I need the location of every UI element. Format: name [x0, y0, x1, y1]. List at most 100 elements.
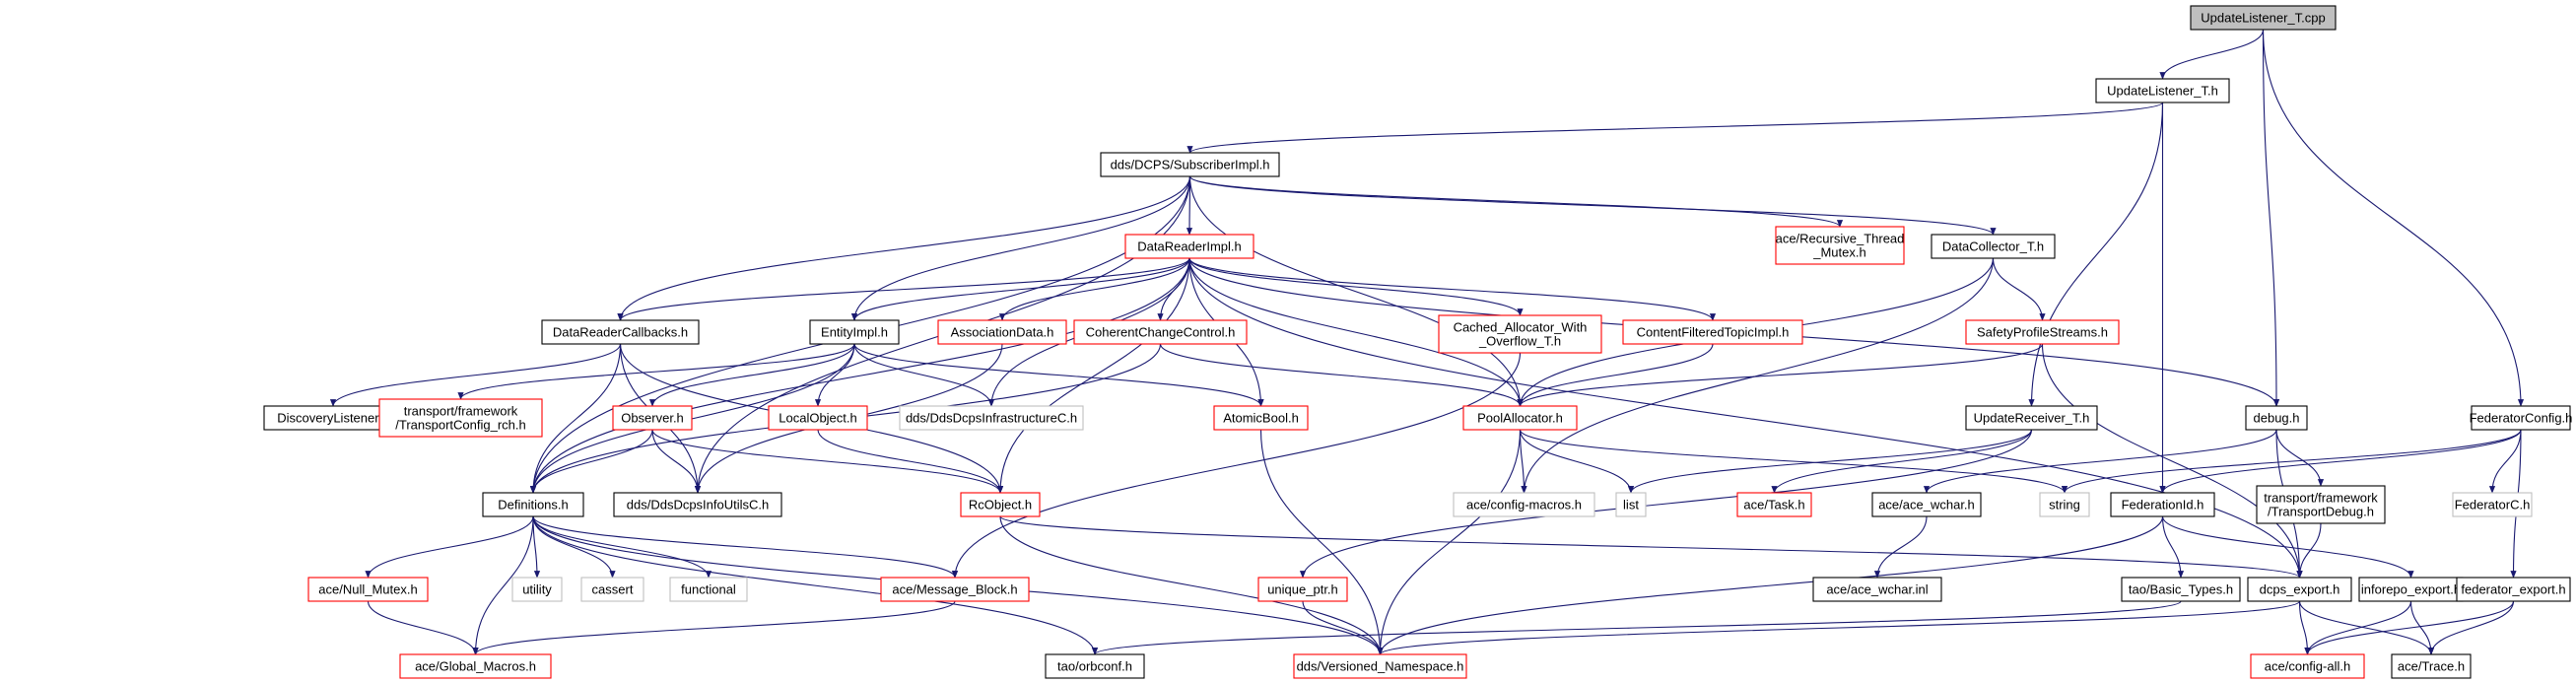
edge-dri-to-drc: [617, 257, 1190, 321]
node-box: [2095, 78, 2230, 103]
node-orb[interactable]: tao/orbconf.h: [1045, 653, 1145, 679]
node-fc[interactable]: FederatorConfig.h: [2470, 405, 2573, 431]
node-vn[interactable]: dds/Versioned_Namespace.h: [1293, 653, 1467, 679]
node-winl[interactable]: ace/ace_wchar.inl: [1812, 577, 1942, 602]
node-label: dds/DdsDcpsInfoUtilsC.h: [627, 498, 770, 512]
node-box: [1615, 492, 1647, 517]
node-dcps[interactable]: dcps_export.h: [2247, 577, 2352, 602]
node-box: [2247, 577, 2352, 602]
node-label: dds/DCPS/SubscriberImpl.h: [1111, 158, 1270, 172]
node-label: FederatorC.h: [2455, 498, 2531, 512]
node-box: [2471, 405, 2571, 431]
node-debug[interactable]: debug.h: [2245, 405, 2308, 431]
node-task[interactable]: ace/Task.h: [1736, 492, 1812, 517]
node-mb[interactable]: ace/Message_Block.h: [880, 577, 1030, 602]
node-label: _Mutex.h: [1812, 245, 1865, 260]
node-label: cassert: [592, 582, 634, 597]
node-nm[interactable]: ace/Null_Mutex.h: [307, 577, 429, 602]
edge-dc-to-acm: [1521, 257, 1995, 494]
node-rco[interactable]: RcObject.h: [960, 492, 1041, 517]
node-tbt[interactable]: tao/Basic_Types.h: [2121, 577, 2241, 602]
edge-caw-to-mb: [951, 352, 1522, 579]
node-box: [2452, 492, 2533, 517]
node-func[interactable]: functional: [669, 577, 748, 602]
node-obs[interactable]: Observer.h: [612, 405, 693, 431]
node-label: ace/Global_Macros.h: [415, 659, 536, 674]
node-util[interactable]: utility: [511, 577, 563, 602]
node-sub[interactable]: dds/DCPS/SubscriberImpl.h: [1100, 152, 1280, 177]
node-box: [1931, 234, 2056, 259]
edge-def-to-orb: [532, 515, 1099, 655]
edge-sub-to-rtm: [1188, 175, 1843, 228]
node-box: [809, 319, 900, 345]
node-acm[interactable]: ace/config-macros.h: [1453, 492, 1595, 517]
node-box: [1073, 319, 1248, 345]
node-wchar[interactable]: ace/ace_wchar.h: [1871, 492, 1982, 517]
node-fedx[interactable]: federator_export.h: [2456, 577, 2571, 602]
node-label: FederationId.h: [2122, 498, 2204, 512]
node-cft[interactable]: ContentFilteredTopicImpl.h: [1622, 319, 1803, 345]
node-label: FederatorConfig.h: [2470, 411, 2573, 426]
node-box: [399, 653, 552, 679]
node-dri[interactable]: DataReaderImpl.h: [1124, 234, 1254, 259]
node-box: [307, 577, 429, 602]
node-label: Cached_Allocator_With: [1454, 320, 1588, 335]
node-ad[interactable]: AssociationData.h: [937, 319, 1067, 345]
node-fcc[interactable]: FederatorC.h: [2452, 492, 2533, 517]
edge-debug-to-tdbg: [2275, 429, 2325, 487]
node-ent[interactable]: EntityImpl.h: [809, 319, 900, 345]
node-ab[interactable]: AtomicBool.h: [1213, 405, 1309, 431]
node-box: [2190, 5, 2337, 31]
node-dc[interactable]: DataCollector_T.h: [1931, 234, 2056, 259]
node-fid[interactable]: FederationId.h: [2110, 492, 2215, 517]
node-pa[interactable]: PoolAllocator.h: [1462, 405, 1578, 431]
node-ddsic[interactable]: dds/DdsDcpsInfrastructureC.h: [899, 405, 1084, 431]
edge-uptr-to-vn: [1302, 600, 1384, 655]
node-lo[interactable]: LocalObject.h: [768, 405, 868, 431]
node-box: [1124, 234, 1254, 259]
node-ccc[interactable]: CoherentChangeControl.h: [1073, 319, 1248, 345]
node-list[interactable]: list: [1615, 492, 1647, 517]
node-label: _Overflow_T.h: [1478, 334, 1561, 349]
node-box: [2250, 653, 2365, 679]
edge-fid-to-inf: [2161, 515, 2414, 579]
node-tcr[interactable]: transport/framework/TransportConfig_rch.…: [378, 398, 543, 438]
node-cassert[interactable]: cassert: [580, 577, 644, 602]
node-gm[interactable]: ace/Global_Macros.h: [399, 653, 552, 679]
node-box: [1462, 405, 1578, 431]
node-label: ace/ace_wchar.inl: [1826, 582, 1928, 597]
node-sps[interactable]: SafetyProfileStreams.h: [1965, 319, 2120, 345]
node-root[interactable]: UpdateListener_T.cpp: [2190, 5, 2337, 31]
node-def[interactable]: Definitions.h: [482, 492, 584, 517]
node-trace[interactable]: ace/Trace.h: [2391, 653, 2472, 679]
edge-root-to-debug: [2262, 29, 2280, 407]
node-label: ace/Task.h: [1743, 498, 1804, 512]
edge-nm-to-gm: [367, 600, 479, 655]
node-box: [2391, 653, 2472, 679]
node-tdbg[interactable]: transport/framework/TransportDebug.h: [2256, 485, 2386, 524]
edge-sps-to-pa: [1517, 343, 2044, 407]
node-box: [1293, 653, 1467, 679]
node-label: ace/Trace.h: [2398, 659, 2465, 674]
node-rtm[interactable]: ace/Recursive_Thread_Mutex.h: [1775, 226, 1905, 265]
node-inf[interactable]: inforepo_export.h: [2358, 577, 2464, 602]
node-box: [1213, 405, 1309, 431]
node-string[interactable]: string: [2039, 492, 2090, 517]
node-box: [1775, 226, 1905, 265]
node-label: LocalObject.h: [779, 411, 857, 426]
node-drc[interactable]: DataReaderCallbacks.h: [541, 319, 700, 345]
node-label: ace/Null_Mutex.h: [318, 582, 417, 597]
edge-dri-to-pa: [1188, 257, 1524, 407]
node-box: [1965, 405, 2098, 431]
node-diu[interactable]: dds/DdsDcpsInfoUtilsC.h: [613, 492, 782, 517]
node-caw[interactable]: Cached_Allocator_With_Overflow_T.h: [1438, 314, 1602, 354]
edge-sub-to-dc: [1188, 175, 1997, 236]
node-box: [1812, 577, 1942, 602]
edge-fid-to-vn: [1377, 515, 2164, 655]
node-cfgall[interactable]: ace/config-all.h: [2250, 653, 2365, 679]
node-urt[interactable]: UpdateReceiver_T.h: [1965, 405, 2098, 431]
node-ulth[interactable]: UpdateListener_T.h: [2095, 78, 2230, 103]
node-label: tao/Basic_Types.h: [2129, 582, 2233, 597]
node-label: functional: [681, 582, 736, 597]
node-uptr[interactable]: unique_ptr.h: [1257, 577, 1348, 602]
